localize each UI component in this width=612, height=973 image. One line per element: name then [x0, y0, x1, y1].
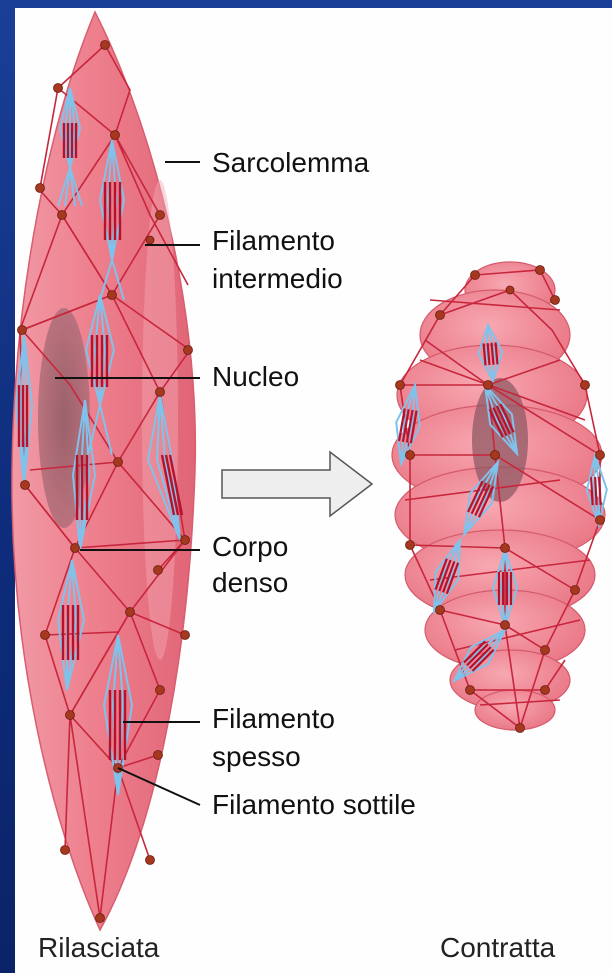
- label-filamento-sottile: Filamento sottile: [212, 788, 416, 822]
- contracted-cell: [389, 262, 608, 733]
- caption-relaxed: Rilasciata: [38, 932, 159, 964]
- label-corpo-denso-line2: denso: [212, 566, 288, 600]
- label-nucleo: Nucleo: [212, 360, 299, 394]
- label-filamento-intermedio-line2: intermedio: [212, 262, 343, 296]
- label-corpo-denso-line1: Corpo: [212, 530, 288, 564]
- label-filamento-spesso-line1: Filamento: [212, 702, 335, 736]
- label-sarcolemma: Sarcolemma: [212, 146, 369, 180]
- label-filamento-spesso-line2: spesso: [212, 740, 301, 774]
- label-filamento-intermedio-line1: Filamento: [212, 224, 335, 258]
- transition-arrow: [222, 452, 372, 516]
- relaxed-cell: [12, 12, 195, 930]
- caption-contracted: Contratta: [440, 932, 555, 964]
